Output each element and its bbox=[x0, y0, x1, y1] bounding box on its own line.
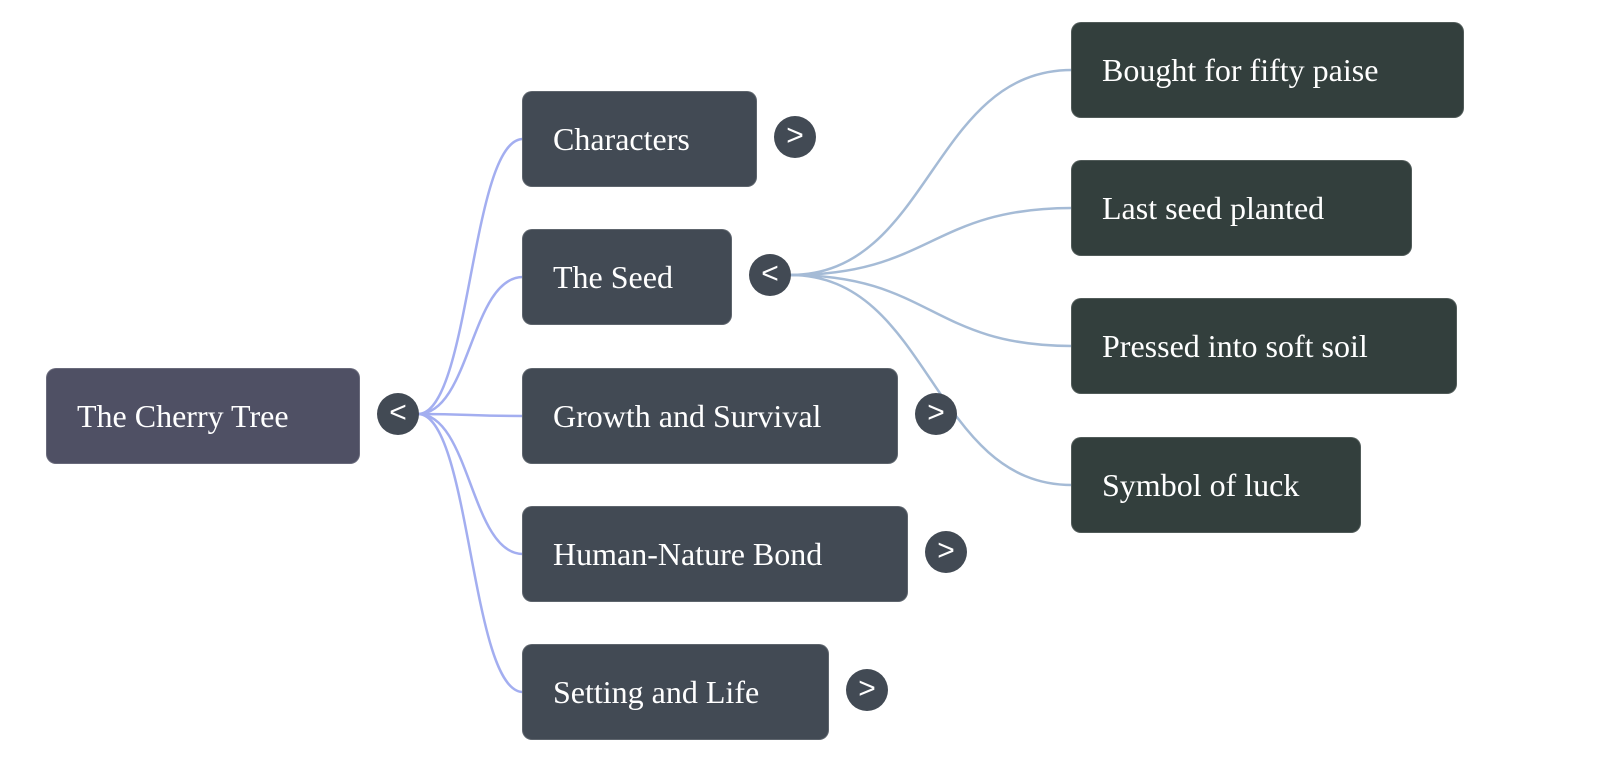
root-branch-connector bbox=[417, 412, 524, 556]
branch-label: Setting and Life bbox=[553, 674, 760, 710]
bond-expand-toggle-icon[interactable]: > bbox=[925, 531, 967, 573]
seed-leaf-connector bbox=[789, 206, 1073, 277]
seed-leaf-connector bbox=[789, 273, 1073, 487]
branch-label: The Seed bbox=[553, 259, 673, 295]
branch-node-characters[interactable]: Characters bbox=[522, 91, 757, 187]
root-branch-connector bbox=[417, 412, 524, 694]
root-node[interactable]: The Cherry Tree bbox=[46, 368, 360, 464]
root-branch-connector bbox=[417, 275, 524, 416]
leaf-node[interactable]: Bought for fifty paise bbox=[1071, 22, 1464, 118]
seed-leaf-connector bbox=[789, 68, 1073, 277]
root-node-label: The Cherry Tree bbox=[77, 398, 289, 434]
branch-label: Growth and Survival bbox=[553, 398, 822, 434]
leaf-label: Symbol of luck bbox=[1102, 467, 1300, 503]
seed-collapse-toggle-icon[interactable]: < bbox=[749, 254, 791, 296]
leaf-label: Bought for fifty paise bbox=[1102, 52, 1379, 88]
branch-label: Human-Nature Bond bbox=[553, 536, 823, 572]
seed-leaf-connector bbox=[789, 273, 1073, 348]
root-collapse-toggle-icon[interactable]: < bbox=[377, 393, 419, 435]
root-branch-connector bbox=[417, 412, 524, 418]
leaf-node[interactable]: Pressed into soft soil bbox=[1071, 298, 1457, 394]
characters-expand-toggle-icon[interactable]: > bbox=[774, 116, 816, 158]
setting-expand-toggle-icon[interactable]: > bbox=[846, 669, 888, 711]
branch-node-setting-and-life[interactable]: Setting and Life bbox=[522, 644, 829, 740]
branch-node-human-nature-bond[interactable]: Human-Nature Bond bbox=[522, 506, 908, 602]
leaf-label: Pressed into soft soil bbox=[1102, 328, 1368, 364]
branch-node-growth-and-survival[interactable]: Growth and Survival bbox=[522, 368, 898, 464]
branch-node-the-seed[interactable]: The Seed bbox=[522, 229, 732, 325]
branch-label: Characters bbox=[553, 121, 690, 157]
root-branch-connector bbox=[417, 137, 524, 416]
growth-expand-toggle-icon[interactable]: > bbox=[915, 393, 957, 435]
leaf-label: Last seed planted bbox=[1102, 190, 1325, 226]
leaf-node[interactable]: Last seed planted bbox=[1071, 160, 1412, 256]
leaf-node[interactable]: Symbol of luck bbox=[1071, 437, 1361, 533]
